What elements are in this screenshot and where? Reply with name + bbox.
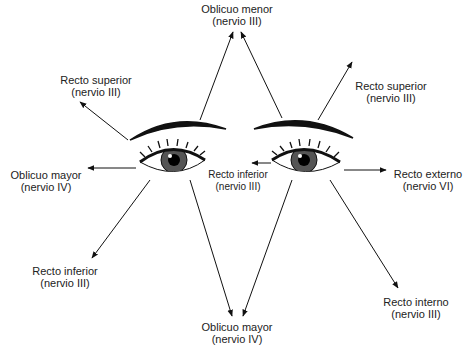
muscle-label: Recto inferior (nervio III) (23, 265, 108, 289)
eye (140, 139, 205, 173)
muscle-label: Recto externo (nervio VI) (388, 168, 468, 192)
eyebrow (254, 121, 353, 138)
muscle-label: Recto interno (nervio III) (374, 296, 459, 320)
muscle-label: Recto inferior (nervio III) (203, 169, 273, 193)
eyebrow (130, 122, 226, 140)
muscle-label: Oblicuo menor (nervio III) (195, 3, 280, 27)
muscle-label: Recto superior (nervio III) (349, 80, 434, 104)
muscle-label: Oblicuo mayor (nervio IV) (195, 321, 280, 345)
muscle-label: Oblicuo mayor (nervio IV) (4, 169, 89, 193)
eye (272, 139, 340, 173)
muscle-label: Recto superior (nervio III) (54, 74, 139, 98)
